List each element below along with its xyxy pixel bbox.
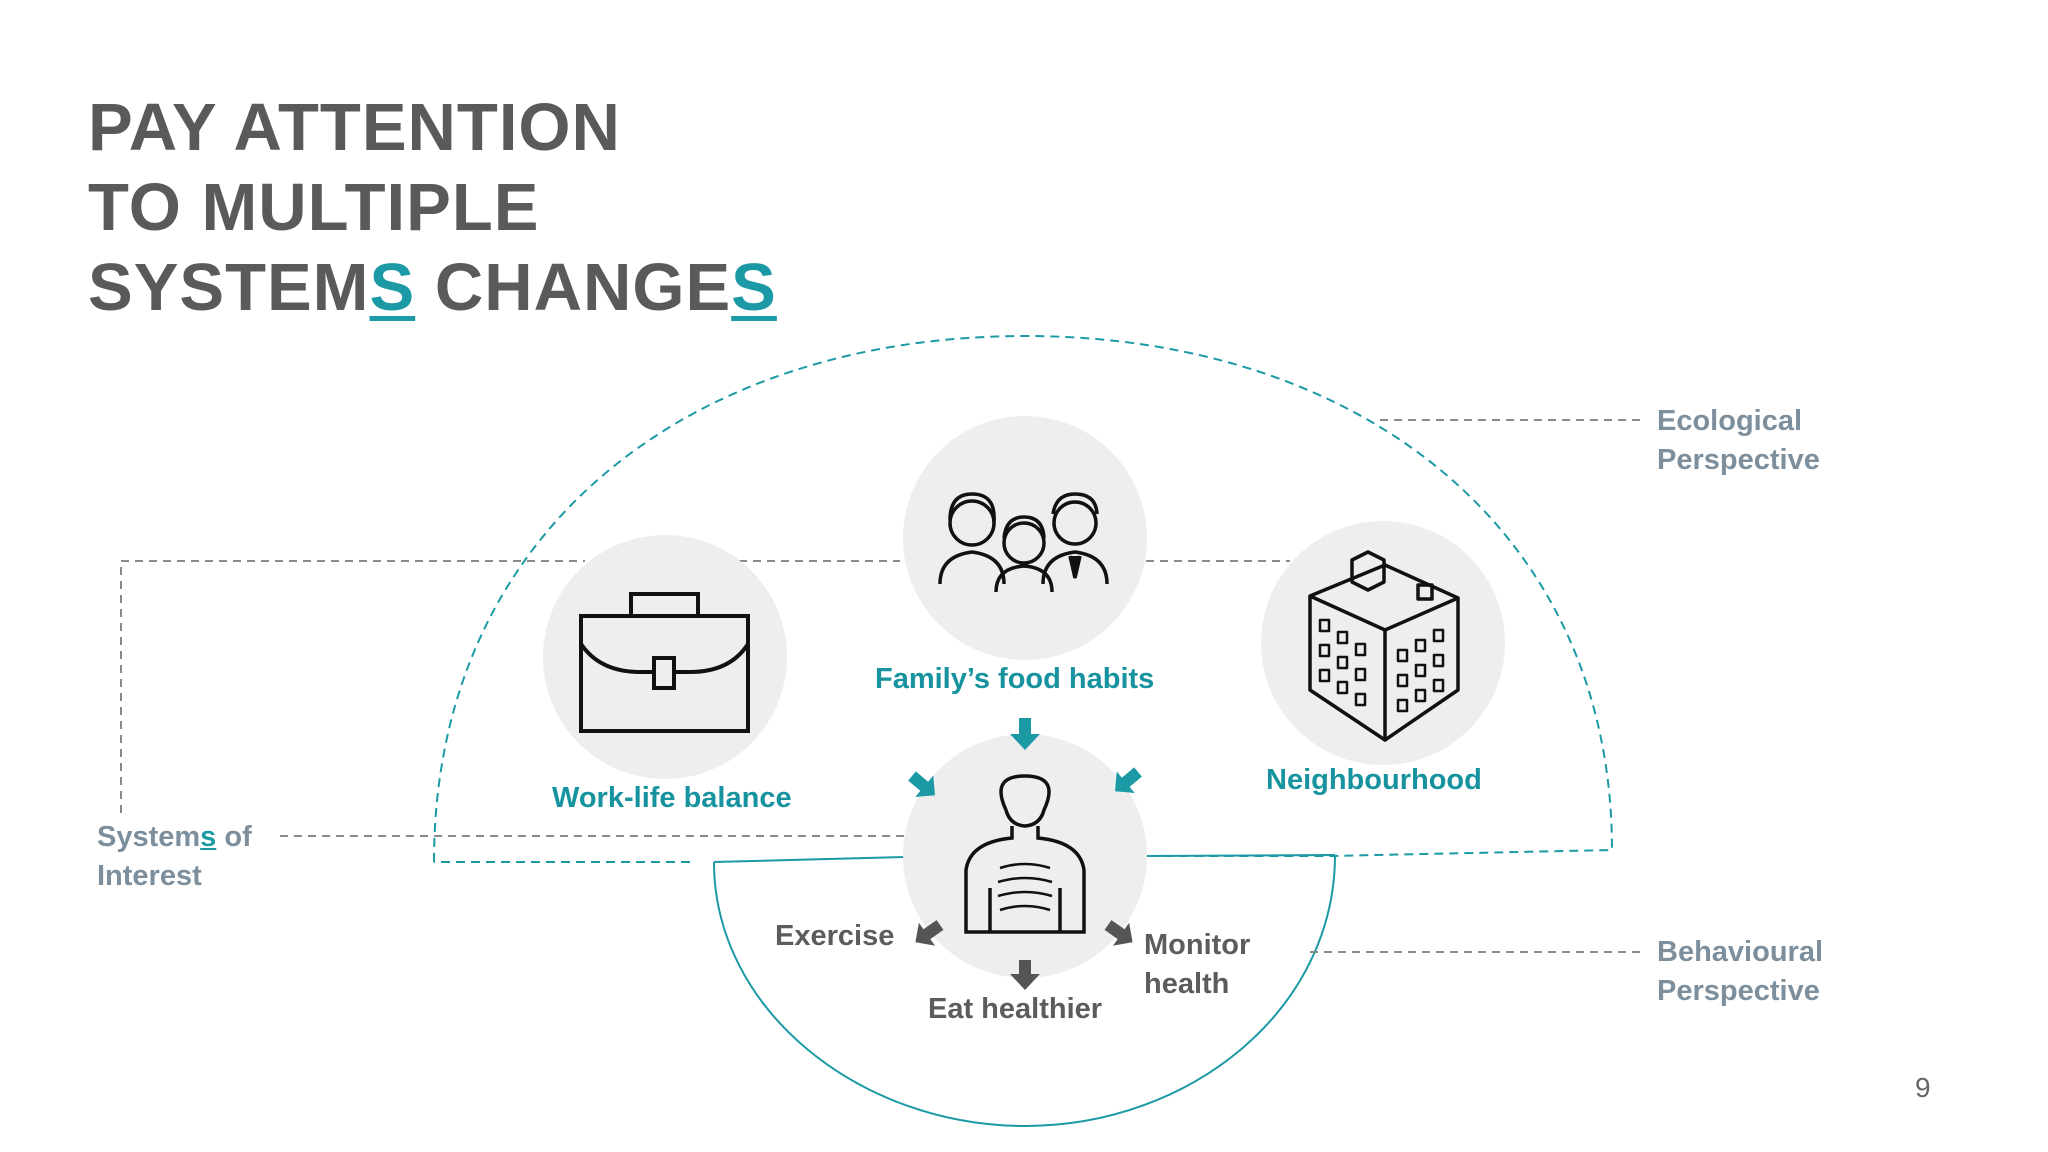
systems-line-2: Interest xyxy=(97,860,202,892)
behavioural-line-2: Perspective xyxy=(1657,975,1820,1007)
systems-of-interest-label: Systems of Interest xyxy=(97,818,252,896)
behavioural-perspective-label: Behavioural Perspective xyxy=(1657,933,1823,1011)
ecological-line-1: Ecological xyxy=(1657,405,1803,437)
inward-arrows xyxy=(908,718,1142,798)
outward-arrows xyxy=(915,920,1133,990)
ecological-line-2: Perspective xyxy=(1657,444,1820,476)
work-life-balance-label: Work-life balance xyxy=(552,782,792,814)
title-line-3c: CHANGE xyxy=(415,250,732,325)
arrow-to-eat xyxy=(1010,960,1040,990)
exercise-label: Exercise xyxy=(775,920,895,952)
neighbourhood-label: Neighbourhood xyxy=(1266,764,1482,796)
behavioural-bowl xyxy=(713,854,1336,1128)
title-line-3a: SYSTEM xyxy=(88,250,370,325)
neighbourhood-circle xyxy=(1261,521,1505,765)
title-line-2: TO MULTIPLE xyxy=(88,170,540,245)
family-food-habits-label: Family’s food habits xyxy=(875,663,1155,695)
page-number: 9 xyxy=(1915,1072,1931,1103)
arrow-from-family xyxy=(1010,718,1040,750)
family-icon xyxy=(938,492,1109,593)
monitor-health-label: Monitor health xyxy=(1144,926,1250,1004)
slide-title: PAY ATTENTION TO MULTIPLE SYSTEMS CHANGE… xyxy=(88,88,777,328)
briefcase-icon xyxy=(579,592,750,733)
systems-line-1b: s xyxy=(200,821,217,853)
arrow-to-exercise xyxy=(915,920,944,946)
ecological-perspective-label: Ecological Perspective xyxy=(1657,402,1820,480)
title-line-1: PAY ATTENTION xyxy=(88,90,621,165)
arrow-from-work xyxy=(908,771,935,798)
behavioural-line-1: Behavioural xyxy=(1657,936,1823,968)
monitor-line-1: Monitor xyxy=(1144,929,1251,961)
eat-healthier-label: Eat healthier xyxy=(928,993,1103,1025)
person-circle xyxy=(903,734,1147,978)
connector-lines xyxy=(120,419,1642,953)
building-icon xyxy=(1308,550,1460,742)
title-highlight-s2: S xyxy=(731,250,777,325)
person-torso-icon xyxy=(964,774,1086,934)
systems-line-1a: System xyxy=(97,821,201,853)
monitor-line-2: health xyxy=(1144,968,1230,1000)
arrow-to-monitor xyxy=(1104,920,1133,946)
family-circle xyxy=(903,416,1147,660)
arrow-from-neighbourhood xyxy=(1115,767,1142,794)
title-highlight-s1: S xyxy=(369,250,416,325)
systems-line-1c: of xyxy=(216,821,252,853)
ecological-dome xyxy=(433,334,1614,863)
